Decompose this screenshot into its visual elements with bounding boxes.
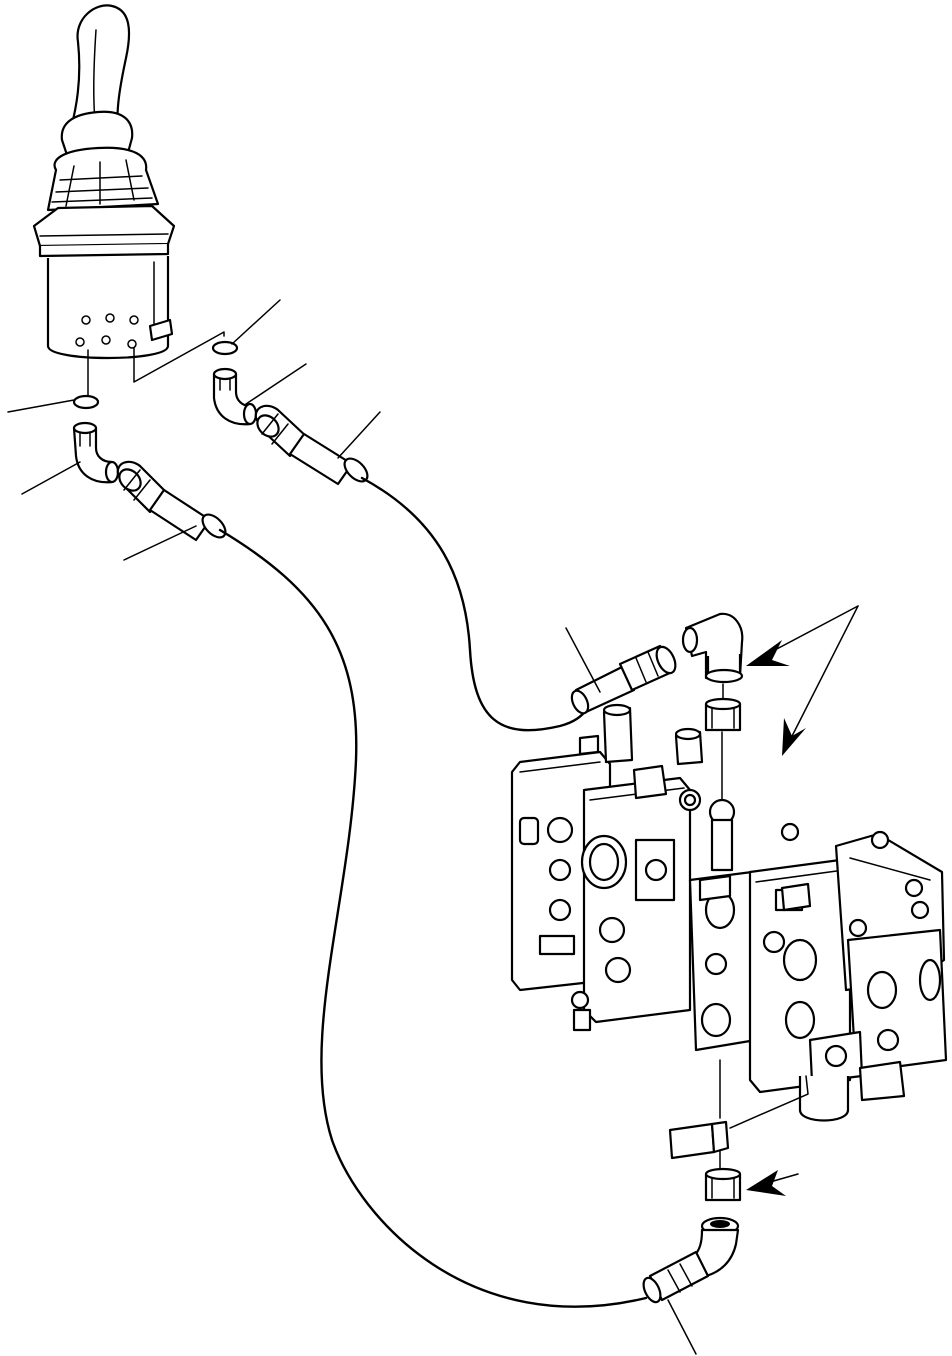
leader-lines: [7, 299, 697, 1355]
control-valve-block-icon: [510, 703, 948, 1122]
elbow-fitting-icon: [72, 421, 120, 484]
elbow-fitting-icon: [212, 367, 258, 426]
o-ring-icon: [211, 340, 239, 356]
adapter-fitting-icon: [704, 1167, 742, 1202]
leader-valve-hose: [565, 627, 601, 693]
leader-hose-left: [123, 525, 197, 561]
connector-icon: [668, 1120, 730, 1160]
hydraulic-hose-icon: [254, 404, 369, 486]
o-ring-icon: [72, 394, 100, 410]
leader-elbow-right: [245, 363, 307, 405]
port-reference-line: [133, 331, 225, 383]
adapter-fitting-icon: [704, 697, 742, 732]
leader-hose-right: [337, 411, 381, 459]
leader-o-ring-right: [231, 299, 281, 345]
hydraulic-hose-icon: [570, 644, 677, 715]
leader-elbow-left: [21, 461, 81, 495]
elbow-fitting-icon: [692, 1216, 740, 1278]
hose-line-left: [218, 528, 648, 1308]
connector-wire: [729, 1075, 809, 1129]
hydraulic-hose-icon: [642, 1250, 710, 1304]
arrow-valve: [785, 605, 859, 749]
joystick-lever-icon: [32, 4, 176, 360]
leader-bottom-hose: [667, 1299, 697, 1355]
elbow-fitting-icon: [681, 612, 744, 684]
pointer-arrows: [746, 605, 859, 1196]
leader-o-ring-left: [7, 399, 75, 413]
hose-line-right: [360, 476, 590, 732]
hydraulic-hose-icon: [116, 460, 227, 542]
